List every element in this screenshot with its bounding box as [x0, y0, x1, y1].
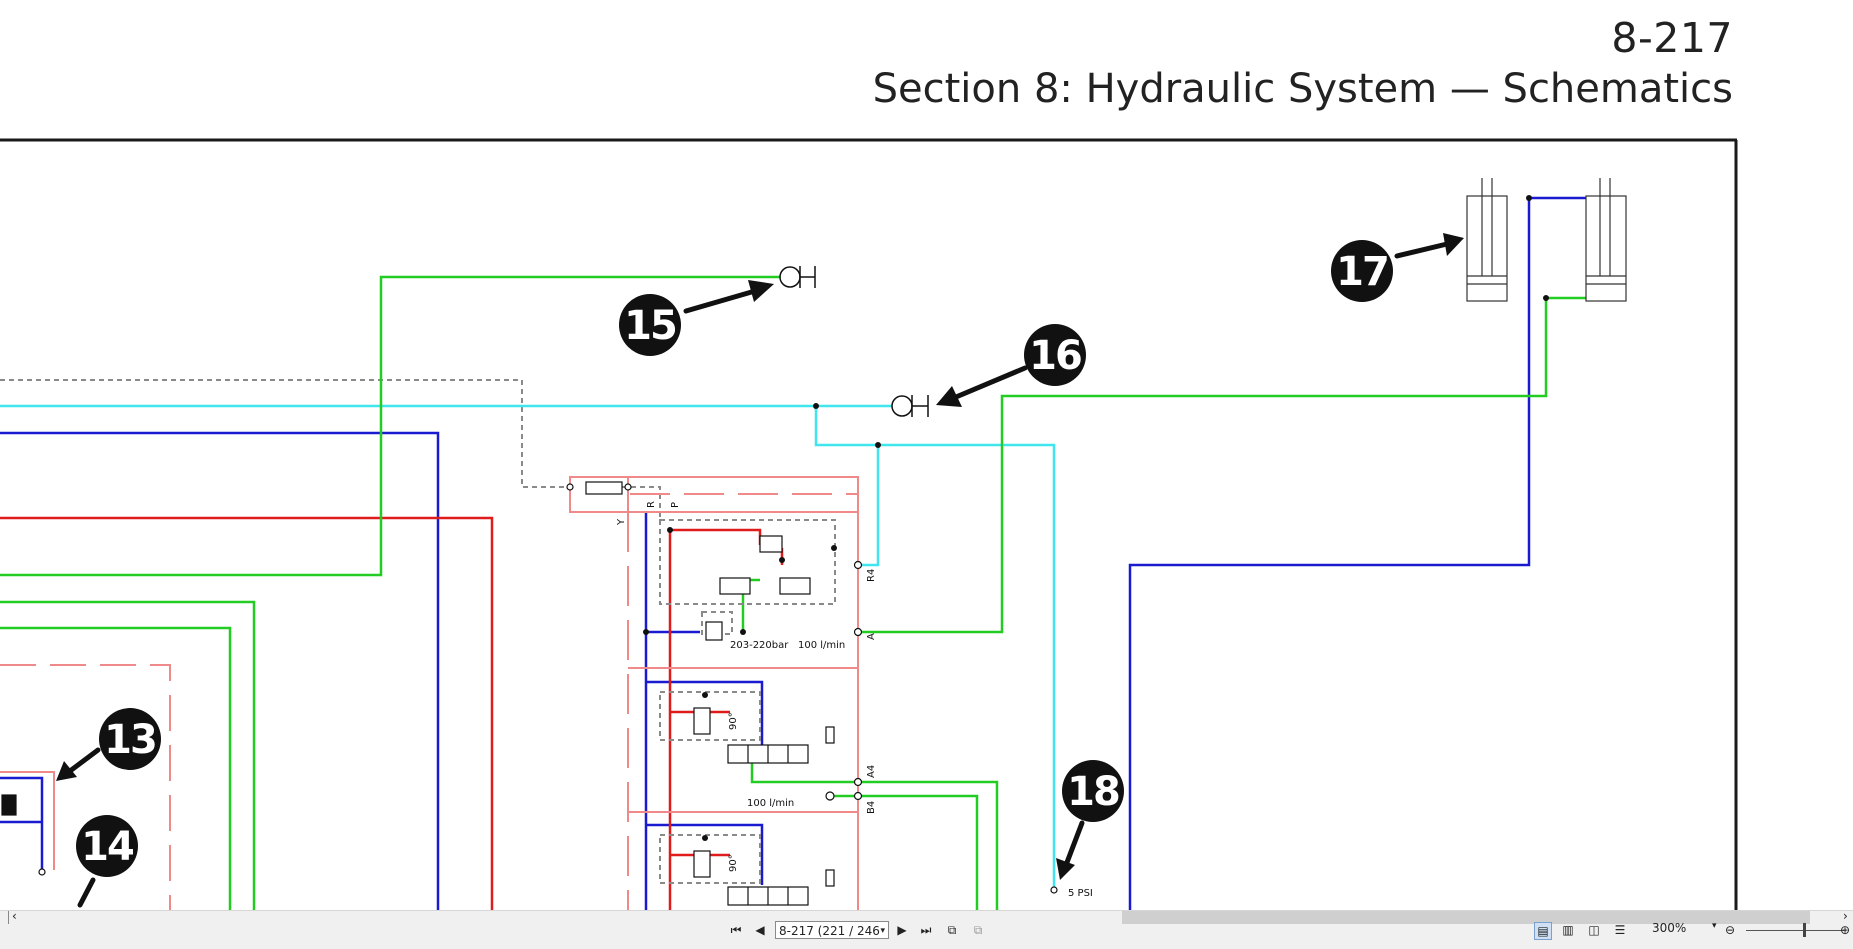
go-back-icon[interactable]: ⧉ — [947, 922, 957, 937]
callout-15: 15 — [624, 303, 676, 349]
callout-17: 17 — [1336, 249, 1388, 295]
facing-icon[interactable]: ◫ — [1588, 923, 1600, 937]
label-angle-2: 90° — [728, 854, 739, 872]
horizontal-scrollbar-thumb[interactable] — [1122, 911, 1810, 924]
page-select-value: 8-217 (221 / 246 — [779, 924, 880, 938]
label-port-r: R — [646, 501, 657, 508]
label-flow-1: 100 l/min — [798, 640, 845, 651]
label-flow-2: 100 l/min — [747, 798, 794, 809]
callout-13: 13 — [104, 717, 156, 763]
zoom-slider-thumb[interactable] — [1803, 923, 1806, 937]
page-number: 8-217 — [1611, 14, 1733, 62]
page-select[interactable]: 8-217 (221 / 246▾ — [775, 921, 889, 939]
status-bar: ‹ › ⏮ ◀ 8-217 (221 / 246▾ ▶ ⏭ ⧉ ⧉ ▤ ▥ ◫ … — [0, 909, 1853, 949]
prev-page-icon[interactable]: ◀ — [755, 923, 765, 937]
label-angle-1: 90° — [728, 712, 739, 730]
callout-16: 16 — [1029, 333, 1081, 379]
zoom-in-icon[interactable]: ⊕ — [1839, 923, 1851, 937]
hscroll-left-stub[interactable] — [0, 911, 9, 924]
zoom-level[interactable]: 300% — [1652, 921, 1687, 935]
next-page-icon[interactable]: ▶ — [897, 923, 907, 937]
label-port-a4: A4 — [866, 765, 877, 778]
book-view-icon[interactable]: ☰ — [1614, 923, 1626, 937]
label-relief-pressure: 203-220bar — [730, 640, 789, 651]
scroll-left-icon[interactable]: ‹ — [12, 909, 17, 923]
zoom-dropdown-icon[interactable]: ▾ — [1712, 921, 1717, 931]
section-title: Section 8: Hydraulic System — Schematics — [872, 66, 1733, 112]
chevron-down-icon: ▾ — [880, 926, 885, 936]
label-port-b4: B4 — [866, 801, 877, 814]
label-port-r4: R4 — [866, 569, 877, 582]
first-page-icon[interactable]: ⏮ — [730, 922, 742, 937]
scroll-right-icon[interactable]: › — [1843, 909, 1848, 923]
continuous-icon[interactable]: ▥ — [1562, 923, 1574, 937]
hydraulic-schematic: 203-220bar 100 l/min 100 l/min 5 PSI R4 … — [0, 138, 1738, 910]
single-page-icon[interactable]: ▤ — [1534, 922, 1552, 940]
callout-18: 18 — [1067, 769, 1119, 815]
label-check-pressure: 5 PSI — [1068, 888, 1093, 899]
last-page-icon[interactable]: ⏭ — [920, 922, 932, 937]
go-forward-icon[interactable]: ⧉ — [973, 922, 983, 937]
zoom-out-icon[interactable]: ⊖ — [1724, 923, 1736, 937]
label-port-p: P — [670, 502, 681, 508]
label-port-y: Y — [616, 518, 627, 526]
label-port-a: A — [866, 633, 877, 640]
zoom-slider-track[interactable] — [1746, 930, 1844, 931]
pdf-page: 203-220bar 100 l/min 100 l/min 5 PSI R4 … — [0, 14, 1738, 910]
callout-14: 14 — [81, 824, 133, 870]
